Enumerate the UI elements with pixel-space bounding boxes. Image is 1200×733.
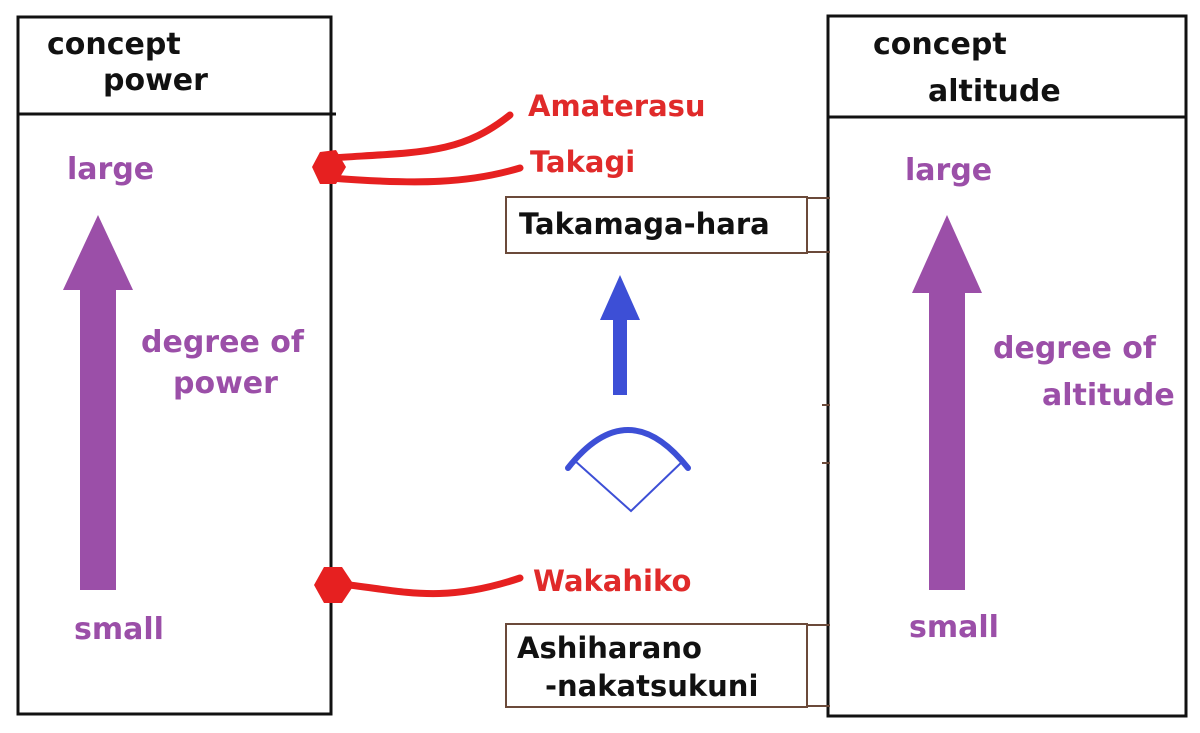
right-top-label: large [905,153,993,188]
place-box-ashiharano-nakatsukuni: Ashiharano -nakatsukuni [505,623,808,708]
left-panel-title-line2: power [103,63,208,98]
lower-link-node [314,567,354,603]
deity-label-takagi: Takagi [530,145,636,179]
lower-deity-link [314,567,524,603]
place-box-takamaga-hara: Takamaga-hara [505,196,808,254]
left-top-label: large [67,152,155,187]
left-panel-frame [16,15,336,716]
left-axis-label-line1: degree of [141,325,304,360]
left-panel-title-line1: concept [47,27,181,62]
place-label-takamaga-hara: Takamaga-hara [519,207,770,241]
upper-link-node [312,150,346,184]
upper-deity-link [312,111,524,186]
altitude-axis-arrow [912,215,982,590]
right-panel-title-line1: concept [873,27,1007,62]
place-label-lower-line2: -nakatsukuni [545,669,759,703]
right-bottom-label: small [909,610,999,645]
deity-label-wakahiko: Wakahiko [533,564,692,598]
right-axis-label-line1: degree of [993,331,1156,366]
deity-label-amaterasu: Amaterasu [528,89,706,123]
left-bottom-label: small [74,612,164,647]
right-panel-frame [826,14,1188,718]
right-axis-label-line2: altitude [1042,378,1175,413]
place-label-lower-line1: Ashiharano [517,631,702,665]
up-arrow-icon [600,275,640,395]
bow-icon [565,427,691,513]
right-panel-title-line2: altitude [928,74,1061,109]
power-axis-arrow [63,215,133,590]
left-axis-label-line2: power [173,366,278,401]
